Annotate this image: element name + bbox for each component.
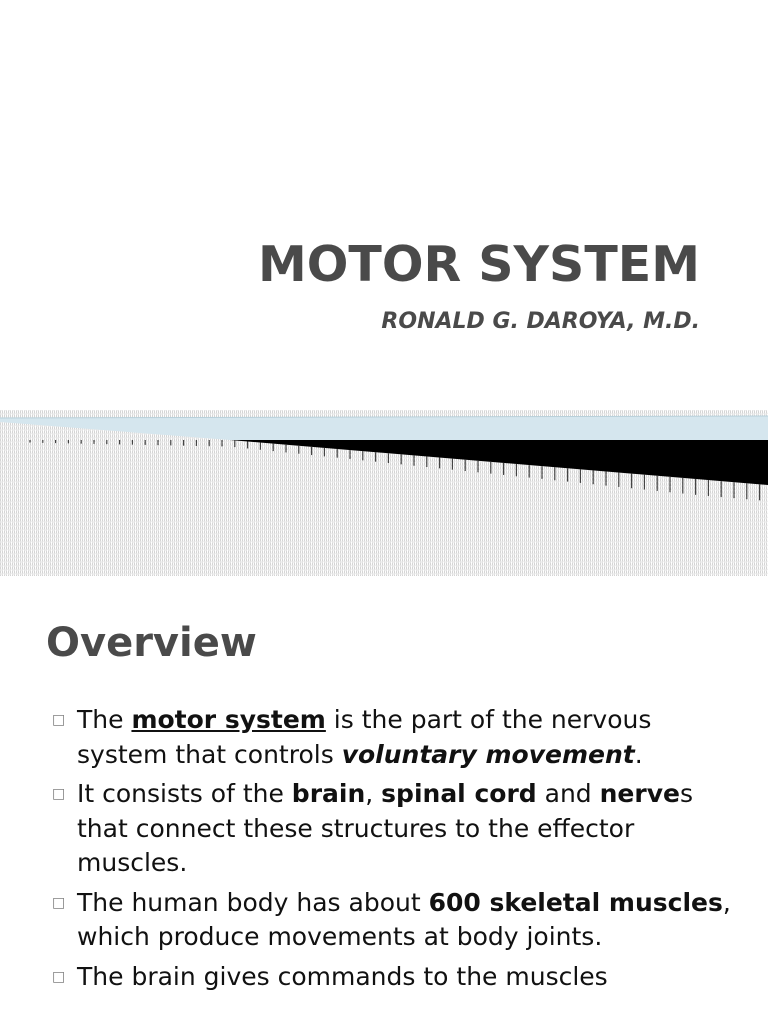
top-line <box>0 415 768 419</box>
slide-title: MOTOR SYSTEM <box>257 236 700 293</box>
bullet-text: The motor system is the part of the nerv… <box>77 705 652 769</box>
title-slide: MOTOR SYSTEM RONALD G. DAROYA, M.D. <box>0 236 768 576</box>
square-bullet-icon: □ <box>52 786 66 802</box>
list-item: □ The human body has about 600 skeletal … <box>52 886 752 955</box>
list-item: □ The motor system is the part of the ne… <box>52 703 752 772</box>
bullet-text: The brain gives commands to the muscles <box>77 961 608 991</box>
overview-slide: Overview □ The motor system is the part … <box>0 576 768 1024</box>
square-bullet-icon: □ <box>52 968 66 985</box>
black-wedge <box>230 440 768 485</box>
tick-marks <box>29 440 761 501</box>
slide-heading: Overview <box>46 620 257 666</box>
bullet-list: □ The motor system is the part of the ne… <box>52 703 752 999</box>
list-item: □ It consists of the brain, spinal cord … <box>52 777 752 881</box>
square-bullet-icon: □ <box>52 894 66 911</box>
bullet-text: The human body has about 600 skeletal mu… <box>77 887 731 952</box>
square-bullet-icon: □ <box>52 712 66 728</box>
list-item: □ The brain gives commands to the muscle… <box>52 960 752 995</box>
slide-subtitle: RONALD G. DAROYA, M.D. <box>381 309 700 334</box>
decorative-band <box>0 410 768 576</box>
blue-band <box>0 416 768 440</box>
bullet-text: It consists of the brain, spinal cord an… <box>77 779 693 877</box>
